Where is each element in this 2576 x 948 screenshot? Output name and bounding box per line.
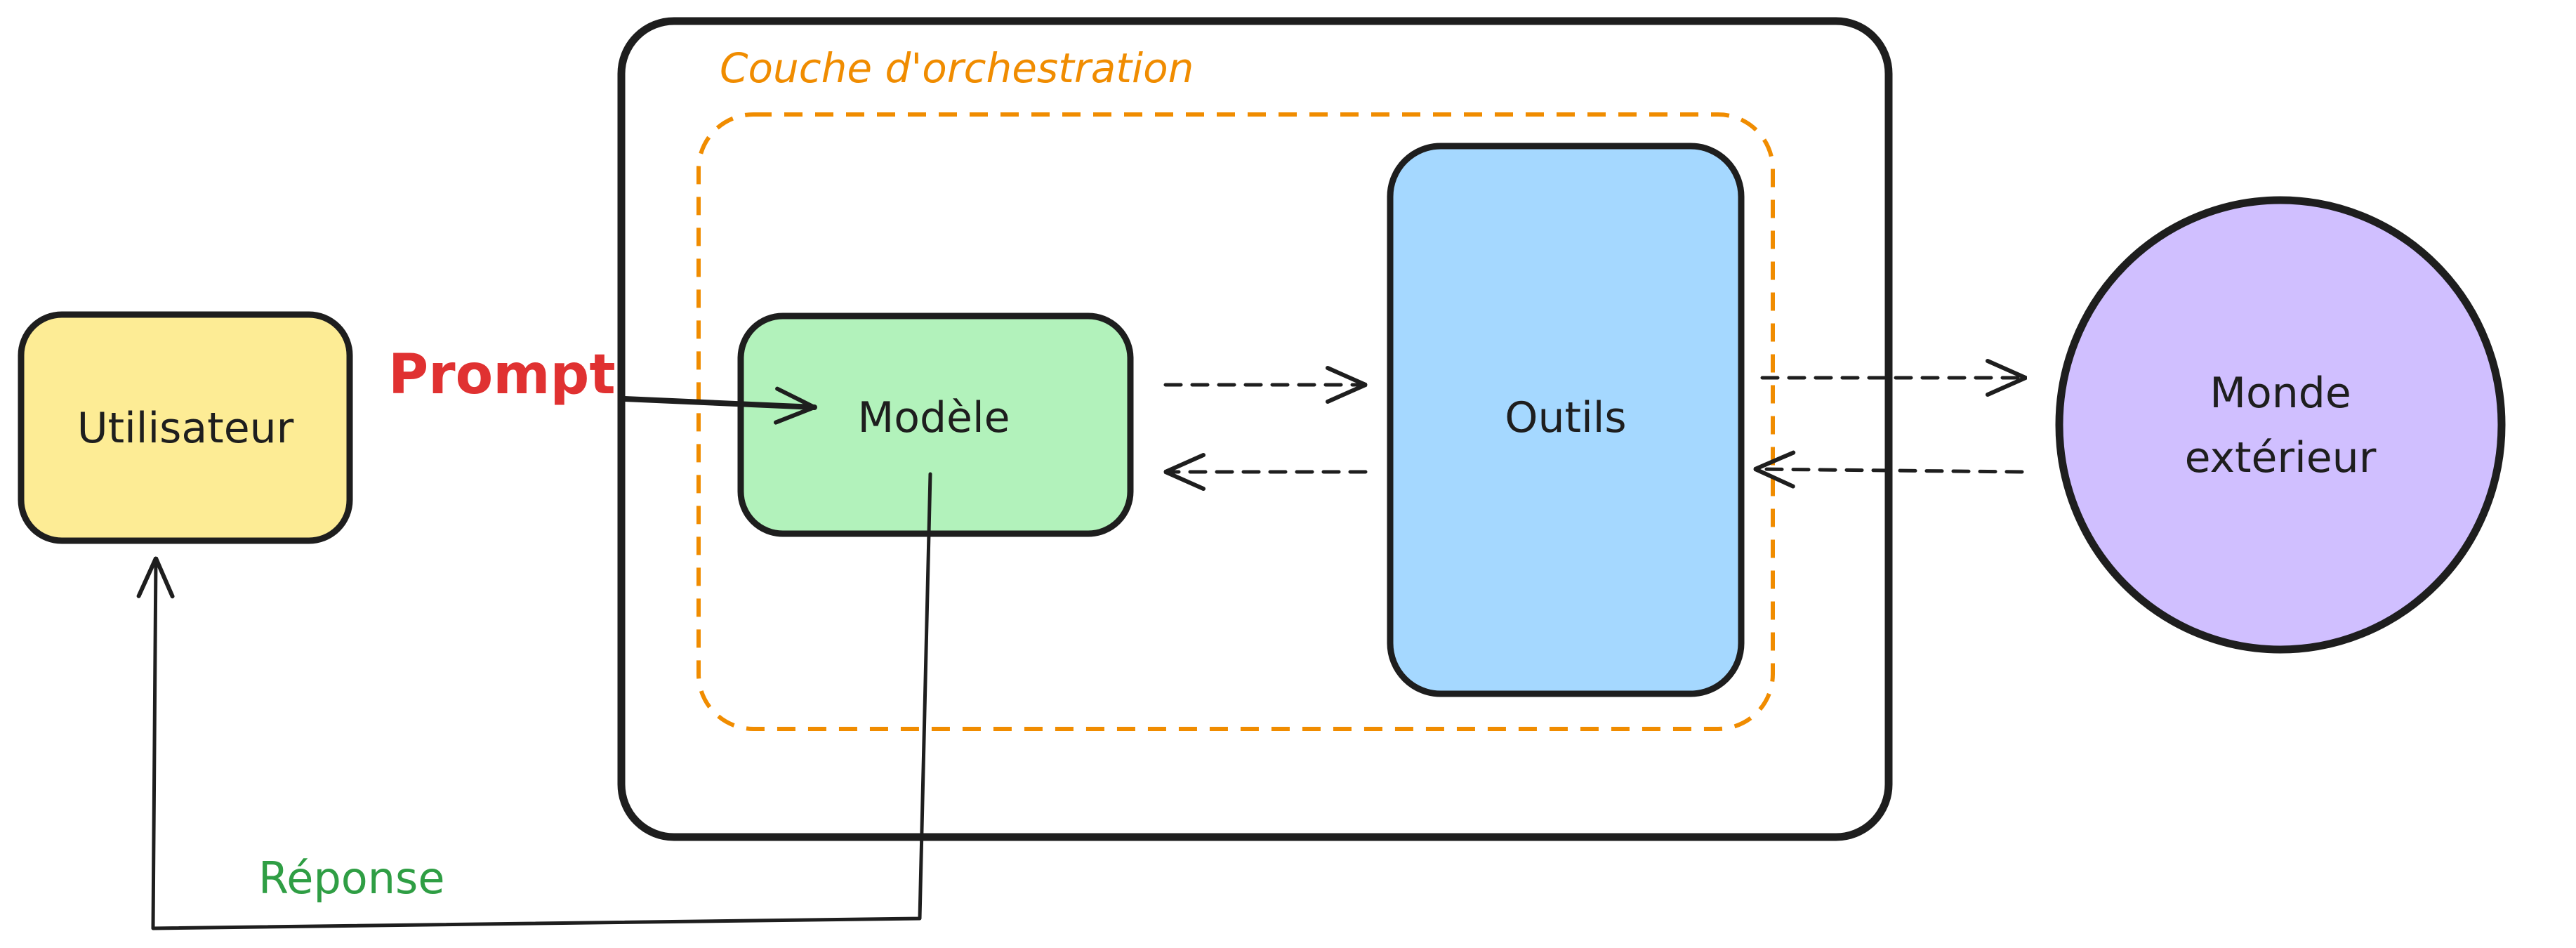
prompt-label: Prompt: [388, 343, 616, 407]
world-node-label-line1: Monde: [2210, 369, 2351, 418]
outer-frame: [617, 17, 1893, 841]
response-label: Réponse: [258, 852, 444, 904]
world-node[interactable]: [2055, 196, 2506, 654]
world-to-tools-arrow: [1753, 469, 2024, 472]
prompt-arrow: [622, 399, 817, 407]
orchestration-layer-label: Couche d'orchestration: [720, 44, 1194, 92]
response-arrow: [153, 472, 932, 930]
tools-node-label: Outils: [1505, 393, 1626, 442]
model-node[interactable]: [737, 312, 1134, 537]
orchestration-layer-box: [696, 112, 1775, 731]
model-node-label: Modèle: [857, 393, 1010, 442]
tools-node[interactable]: [1387, 143, 1745, 697]
world-node-label-line2: extérieur: [2185, 433, 2377, 482]
user-node[interactable]: [18, 311, 353, 544]
user-node-label: Utilisateur: [77, 404, 294, 453]
